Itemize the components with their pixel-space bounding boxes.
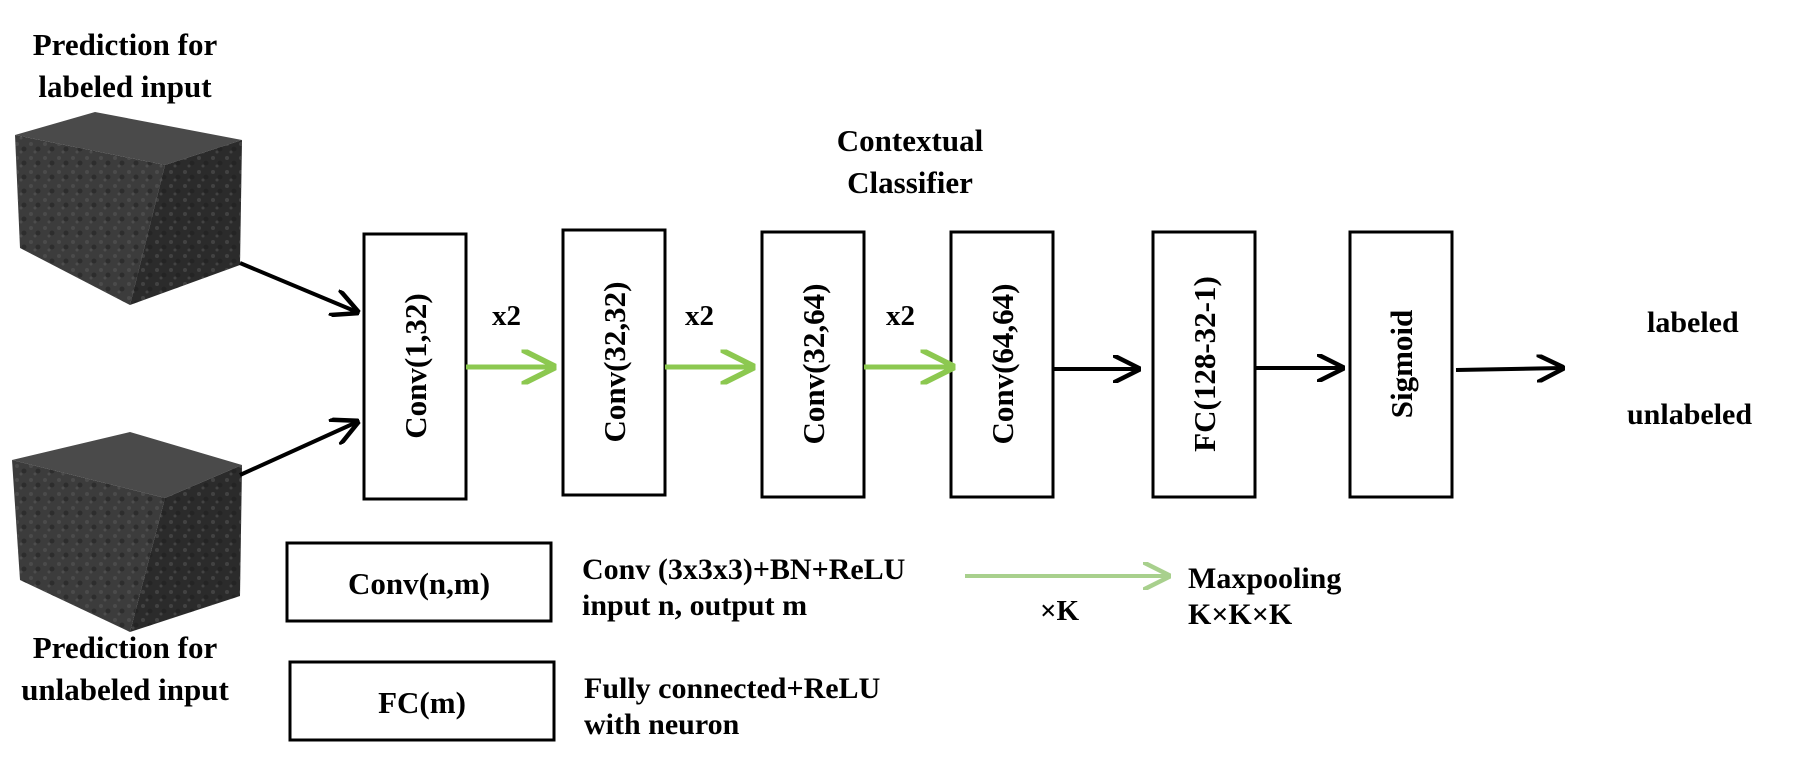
- layer-label: Conv(1,32): [398, 293, 433, 439]
- legend-pool-desc-line1: Maxpooling: [1188, 562, 1342, 595]
- legend-pool-arrow-label: ×K: [1040, 595, 1080, 627]
- legend-conv-label: Conv(n,m): [348, 566, 490, 601]
- layer-conv-64-64: Conv(64,64): [949, 230, 1055, 499]
- labeled-input-arrow: [239, 261, 357, 312]
- layer-label: Conv(64,64): [985, 283, 1020, 444]
- labeled-input-title-line2: labeled input: [38, 69, 212, 104]
- legend-conv-desc-line1: Conv (3x3x3)+BN+ReLU: [582, 553, 906, 586]
- unlabeled-input-title-line1: Prediction for: [32, 630, 218, 665]
- output-unlabeled: unlabeled: [1627, 398, 1753, 431]
- unlabeled-input-title-line2: unlabeled input: [21, 672, 229, 707]
- labeled-input-title: Prediction for labeled input: [0, 24, 250, 108]
- legend-conv-desc-line2: input n, output m: [582, 589, 808, 622]
- sigmoid-output-arrow: [1455, 368, 1562, 370]
- unlabeled-input-cube: [12, 432, 242, 632]
- layer-label: Conv(32,64): [796, 283, 831, 444]
- pool-label-3: x2: [886, 300, 915, 332]
- pool-label-1: x2: [492, 300, 521, 332]
- legend-fc-desc-line2: with neuron: [584, 708, 740, 741]
- output-labeled: labeled: [1647, 306, 1739, 339]
- layer-conv-32-64: Conv(32,64): [760, 230, 866, 499]
- labeled-input-cube: [15, 112, 242, 305]
- unlabeled-input-title: Prediction for unlabeled input: [0, 627, 250, 711]
- legend-fc-description: Fully connected+ReLU with neuron: [584, 671, 880, 743]
- layer-label: FC(128-32-1): [1187, 276, 1222, 452]
- legend-pool-desc-line2: K×K×K: [1188, 598, 1293, 631]
- layer-conv-32-32: Conv(32,32): [561, 228, 667, 497]
- classifier-title-line2: Classifier: [847, 165, 973, 200]
- layer-label: Conv(32,32): [597, 281, 632, 442]
- legend-conv-description: Conv (3x3x3)+BN+ReLU input n, output m: [582, 552, 905, 624]
- layer-conv-1-32: Conv(1,32): [362, 232, 468, 501]
- layer-sigmoid: Sigmoid: [1348, 230, 1454, 499]
- unlabeled-input-arrow: [239, 422, 357, 477]
- classifier-title: Contextual Classifier: [810, 120, 1010, 204]
- legend-fc-box: FC(m): [288, 660, 556, 742]
- legend-fc-label: FC(m): [378, 685, 466, 720]
- classifier-title-line1: Contextual: [836, 123, 984, 158]
- layer-fc-128-32-1: FC(128-32-1): [1151, 230, 1257, 499]
- layer-label: Sigmoid: [1384, 310, 1419, 419]
- pool-label-2: x2: [685, 300, 714, 332]
- legend-conv-box: Conv(n,m): [285, 541, 553, 623]
- labeled-input-title-line1: Prediction for: [32, 27, 218, 62]
- legend-fc-desc-line1: Fully connected+ReLU: [584, 672, 881, 705]
- legend-pool-description: Maxpooling K×K×K: [1188, 561, 1341, 633]
